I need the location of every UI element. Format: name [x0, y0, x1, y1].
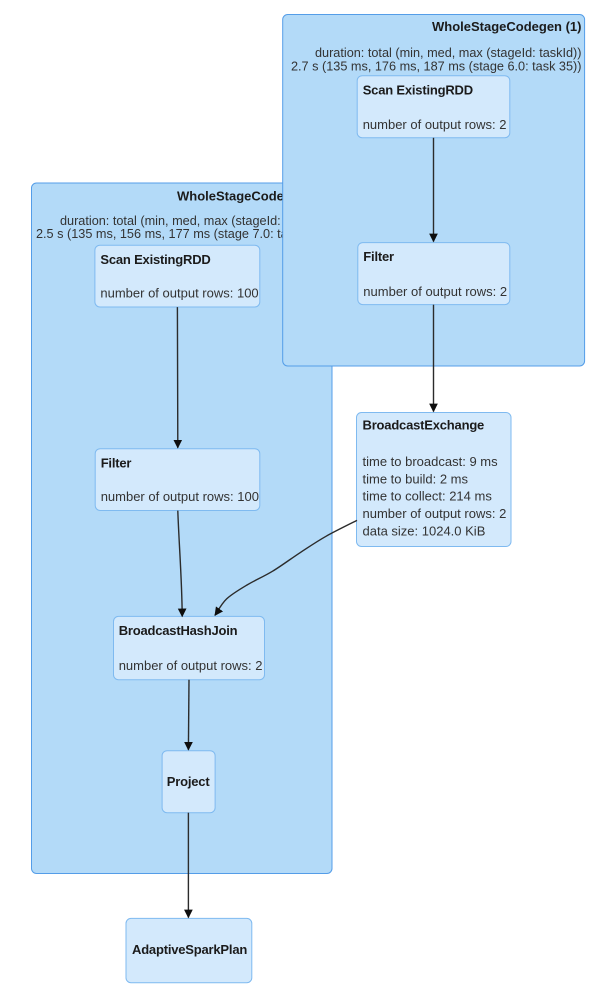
svg-text:BroadcastHashJoin: BroadcastHashJoin — [119, 623, 238, 638]
svg-text:time to collect: 214 ms: time to collect: 214 ms — [363, 489, 493, 504]
svg-text:time to build: 2 ms: time to build: 2 ms — [363, 471, 469, 486]
svg-text:Filter: Filter — [363, 249, 394, 264]
svg-text:Project: Project — [167, 774, 211, 789]
svg-text:duration: total (min, med, max: duration: total (min, med, max (stageId:… — [60, 214, 327, 228]
svg-text:number of output rows: 2: number of output rows: 2 — [363, 284, 507, 299]
svg-text:number of output rows: 2: number of output rows: 2 — [363, 506, 507, 521]
svg-text:BroadcastExchange: BroadcastExchange — [363, 418, 485, 433]
svg-text:data size: 1024.0 KiB: data size: 1024.0 KiB — [363, 524, 486, 539]
svg-text:2.5 s (135 ms, 156 ms, 177 ms: 2.5 s (135 ms, 156 ms, 177 ms (stage 7.0… — [36, 227, 327, 241]
svg-text:Scan ExistingRDD: Scan ExistingRDD — [363, 82, 473, 97]
svg-text:AdaptiveSparkPlan: AdaptiveSparkPlan — [132, 942, 247, 957]
svg-text:Scan ExistingRDD: Scan ExistingRDD — [100, 252, 210, 267]
svg-text:2.7 s (135 ms, 176 ms, 187 ms: 2.7 s (135 ms, 176 ms, 187 ms (stage 6.0… — [291, 59, 582, 73]
svg-text:duration: total (min, med, max: duration: total (min, med, max (stageId:… — [315, 46, 582, 60]
svg-text:number of output rows: 100: number of output rows: 100 — [100, 286, 258, 301]
svg-text:number of output rows: 2: number of output rows: 2 — [119, 658, 263, 673]
svg-text:number of output rows: 2: number of output rows: 2 — [363, 117, 507, 132]
svg-text:Filter: Filter — [101, 455, 132, 470]
svg-text:time to broadcast: 9 ms: time to broadcast: 9 ms — [363, 454, 499, 469]
svg-text:number of output rows: 100: number of output rows: 100 — [101, 489, 259, 504]
svg-text:WholeStageCodegen (1): WholeStageCodegen (1) — [432, 19, 582, 34]
